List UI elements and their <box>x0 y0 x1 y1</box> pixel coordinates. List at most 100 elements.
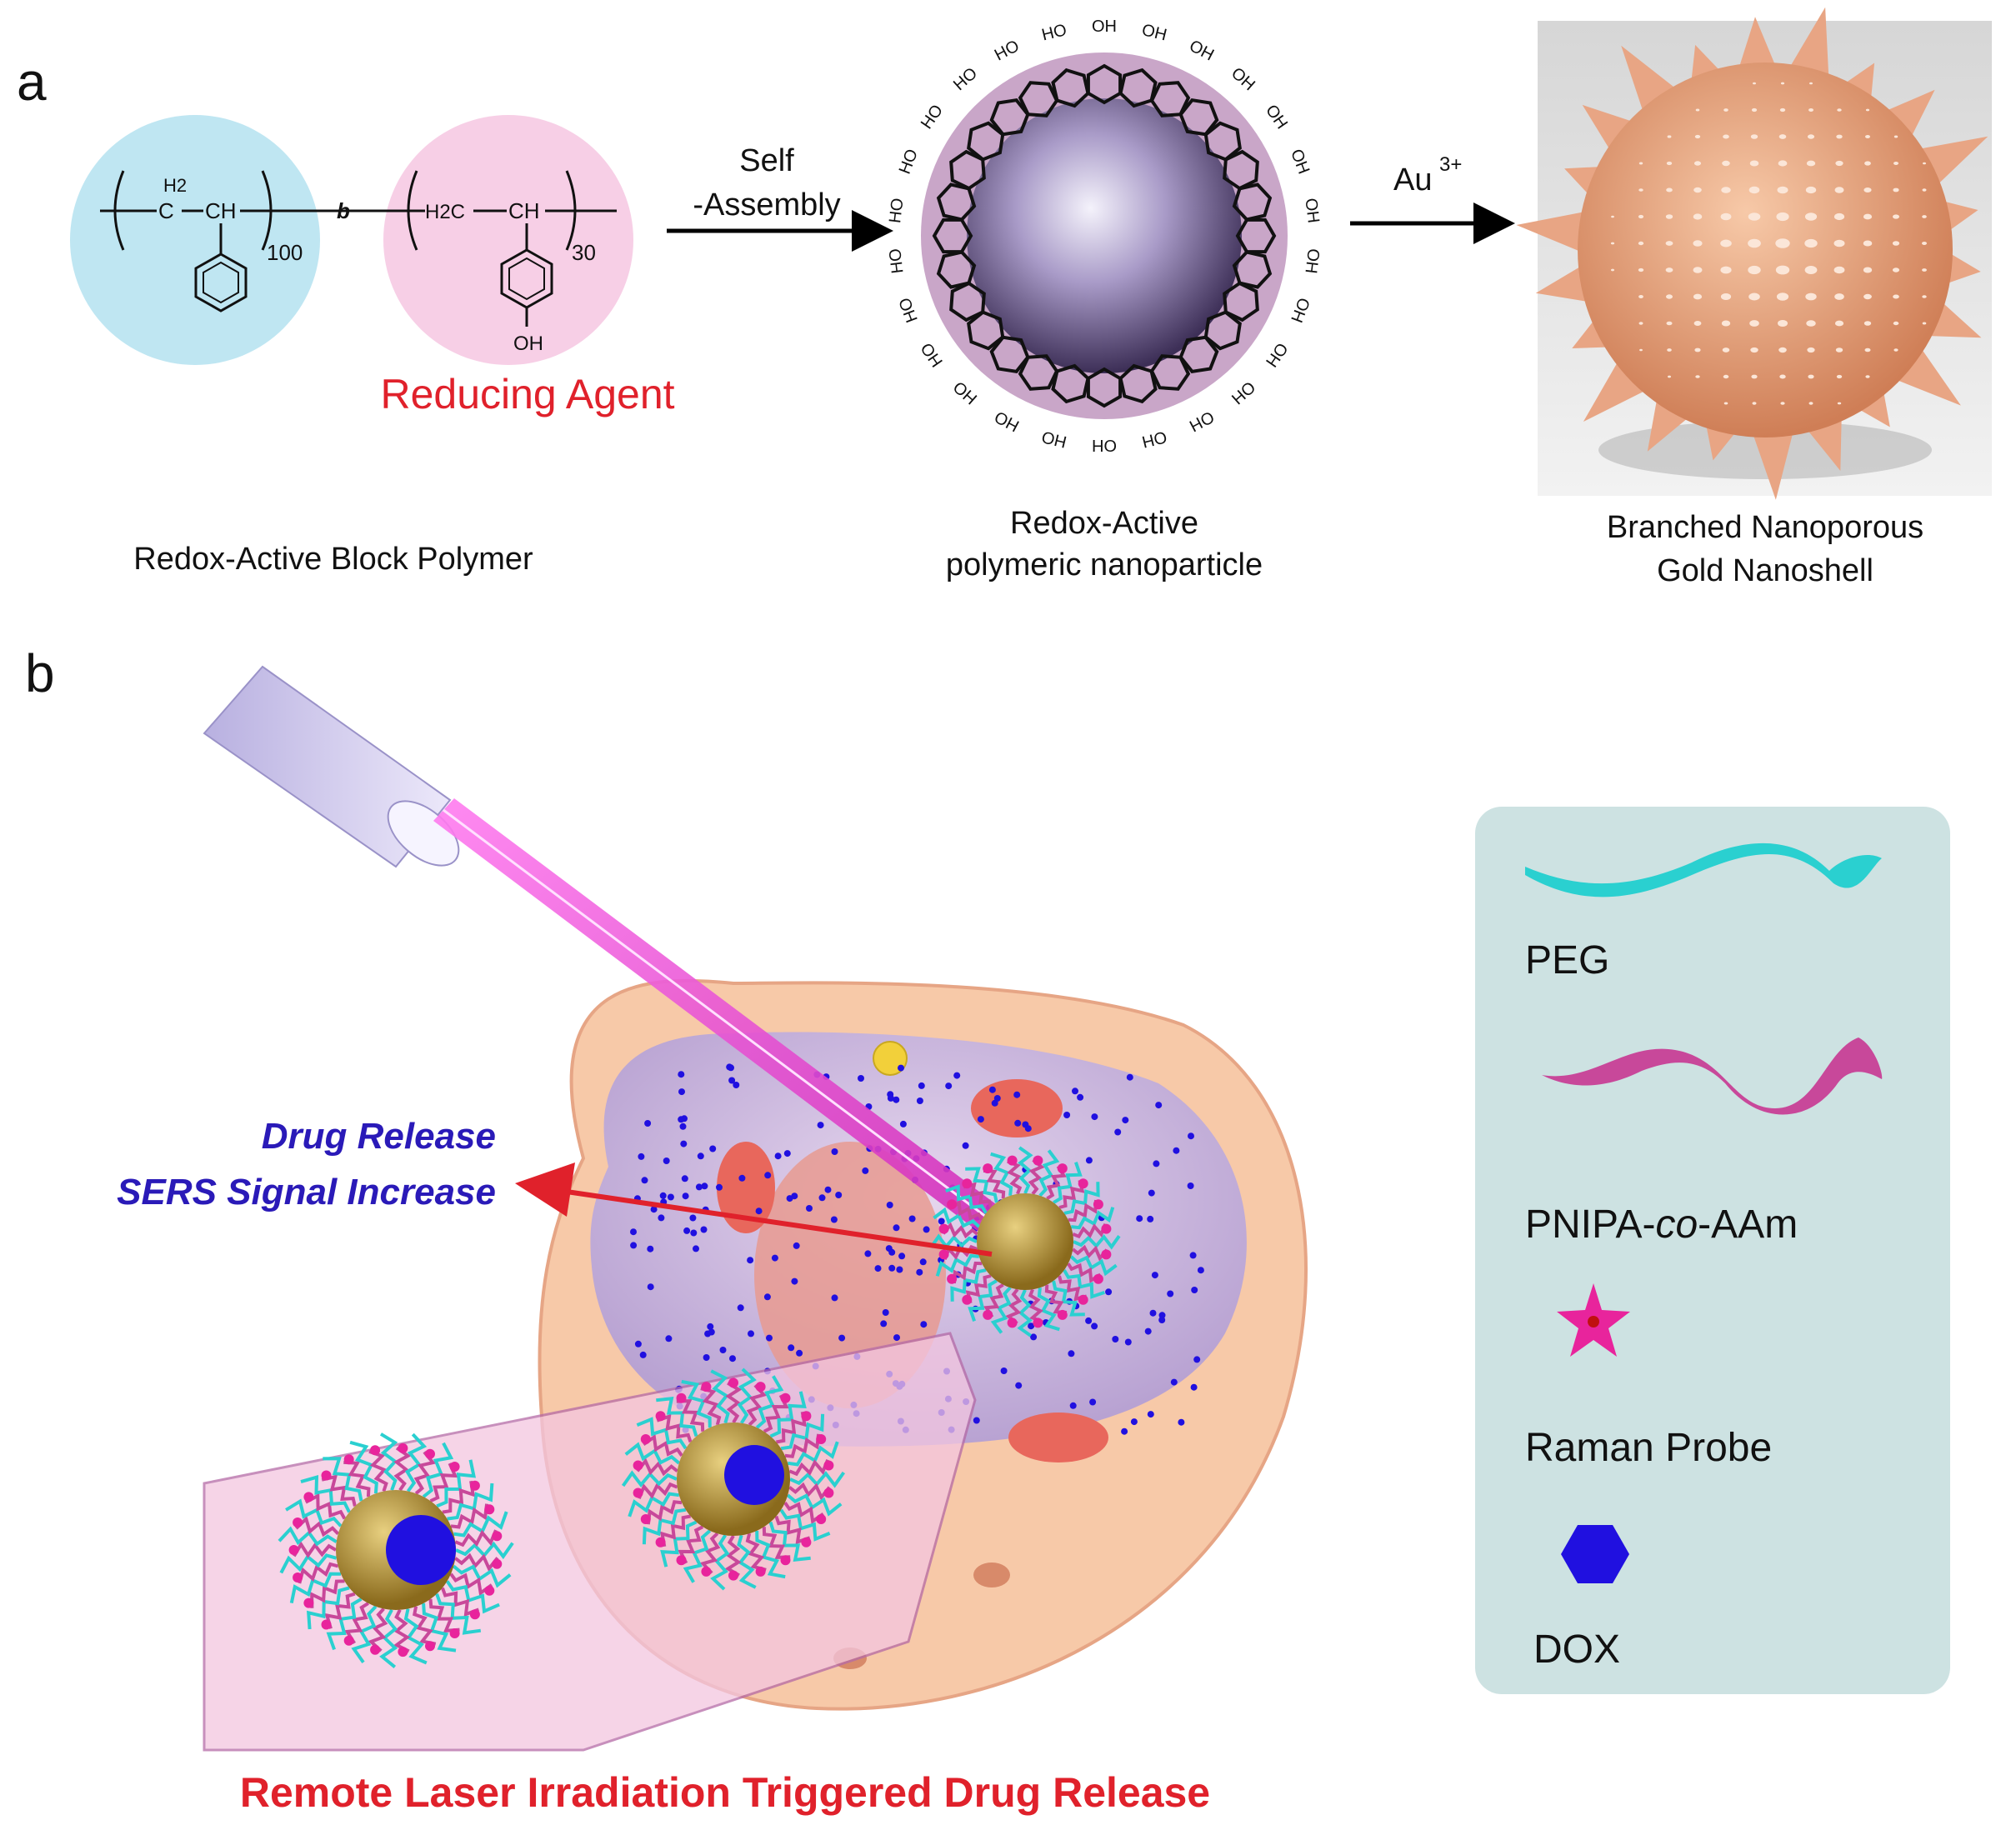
self-assembly-line2: -Assembly <box>693 188 840 222</box>
raman-probe <box>947 1199 958 1210</box>
pnipa-chain <box>368 1450 388 1492</box>
dox-molecule <box>874 1265 882 1272</box>
pnipa-chain <box>948 1200 983 1221</box>
nanopore <box>1638 162 1643 165</box>
dox-molecule <box>703 1354 710 1361</box>
pnipa-chain <box>1007 1159 1023 1195</box>
nanopore <box>1751 374 1758 379</box>
pnipa-chain <box>659 1514 691 1548</box>
raman-probe <box>425 1448 435 1459</box>
nanopore <box>1806 320 1816 327</box>
nanopore <box>1865 108 1870 112</box>
dox-molecule <box>689 1214 697 1222</box>
nanopore <box>1777 186 1788 194</box>
nanopore <box>1750 134 1758 139</box>
nanopore <box>1611 215 1614 218</box>
dox-molecule <box>918 1082 925 1089</box>
dox-molecule <box>1170 1378 1178 1386</box>
dox-molecule <box>1112 1336 1119 1342</box>
nanopore <box>1836 374 1843 379</box>
nanocarriers <box>278 1146 1121 1668</box>
pnipa-chain <box>788 1458 830 1477</box>
phenol-ring-unit <box>1118 363 1158 404</box>
pnipa-chain <box>1028 1158 1045 1195</box>
pnipa-chain <box>1046 1165 1067 1200</box>
dox-molecule <box>1072 1088 1078 1095</box>
nanopore <box>1836 134 1843 139</box>
dox-molecule <box>701 1182 708 1190</box>
raman-probe <box>640 1514 651 1524</box>
nanopore <box>1922 295 1927 298</box>
pnipa-chain <box>700 1387 722 1426</box>
hydroxyl-label: HO <box>1040 21 1068 45</box>
dox-molecule <box>1189 1252 1197 1259</box>
raman-probe <box>947 1273 958 1284</box>
dox-molecule <box>766 1334 773 1342</box>
dox-molecule <box>831 1294 838 1302</box>
dox-molecule <box>1153 1160 1160 1168</box>
dox-molecule <box>864 1250 872 1258</box>
nanopore <box>1610 242 1615 245</box>
dox-molecule <box>747 1257 754 1264</box>
panel-b-caption: Remote Laser Irradiation Triggered Drug … <box>240 1769 1210 1816</box>
nanopore <box>1695 108 1700 112</box>
nanopore <box>1922 188 1927 192</box>
phenol-ring-unit <box>967 121 1005 162</box>
nanopore <box>1753 82 1756 85</box>
phenol-ring-unit <box>1235 218 1277 254</box>
dox-molecule <box>916 1268 923 1276</box>
raman-probe <box>343 1635 354 1646</box>
dox-molecule <box>1167 1290 1174 1298</box>
phenol-ring-unit <box>932 218 973 254</box>
nanopore <box>1749 320 1759 327</box>
raman-probe <box>1101 1223 1112 1234</box>
dox-molecule <box>638 1152 645 1160</box>
hydroxyl-label: OH <box>1301 198 1322 224</box>
dox-molecule <box>862 1167 869 1174</box>
dox-molecule <box>899 1120 907 1128</box>
dox-molecule <box>1147 1411 1154 1418</box>
phenol-ring-unit <box>1178 98 1219 137</box>
nanopore <box>1893 188 1899 192</box>
raman-probe <box>1007 1318 1018 1328</box>
raman-probe <box>1078 1294 1088 1305</box>
pnipa-chain <box>746 1383 768 1427</box>
nanopore <box>1805 292 1817 301</box>
hydroxyl-label: OH <box>1287 295 1313 325</box>
nanopore <box>1611 268 1614 272</box>
dox-molecule <box>893 1224 900 1232</box>
dox-molecule <box>1105 1288 1113 1296</box>
pnipa-chain <box>788 1482 831 1501</box>
dox-molecule <box>1130 1418 1138 1426</box>
nanopore <box>1834 187 1844 193</box>
hydroxyl-label: OH <box>1092 18 1117 36</box>
hydrophilic-block-circle <box>383 115 633 365</box>
raman-probe <box>1033 1318 1043 1328</box>
nanopore <box>1807 134 1815 139</box>
raman-probe <box>655 1537 666 1548</box>
raman-probe <box>321 1470 332 1481</box>
bracket-close-2 <box>565 170 577 251</box>
raman-probe <box>633 1460 643 1471</box>
dox-molecule <box>1085 1317 1093 1324</box>
dox-molecule <box>896 1266 903 1273</box>
raman-probe <box>1057 1163 1068 1174</box>
raman-probe <box>288 1545 299 1555</box>
hydroxyl-label: OH <box>1186 408 1217 435</box>
legend-label-pnipa-pre: PNIPA- <box>1525 1202 1655 1247</box>
phenol-ring-unit <box>1051 68 1090 108</box>
dox-molecule <box>1030 1333 1038 1341</box>
dox-molecule <box>683 1227 691 1234</box>
phenol-oh: OH <box>513 332 543 355</box>
dox-molecule <box>774 1152 782 1160</box>
legend-panel <box>1475 807 1950 1694</box>
gold-reduction-arrow: Au 3+ <box>1350 153 1515 244</box>
hydroxyl-label: OH <box>1262 339 1291 370</box>
dox-molecule <box>682 1192 689 1200</box>
dox-molecule <box>728 1064 734 1072</box>
raman-probe <box>492 1558 503 1569</box>
sers-signal-label: SERS Signal Increase <box>117 1172 496 1212</box>
hydroxyl-label: HO <box>918 339 947 370</box>
dox-molecule <box>697 1152 704 1160</box>
hydroxyl-label: HO <box>886 248 907 274</box>
